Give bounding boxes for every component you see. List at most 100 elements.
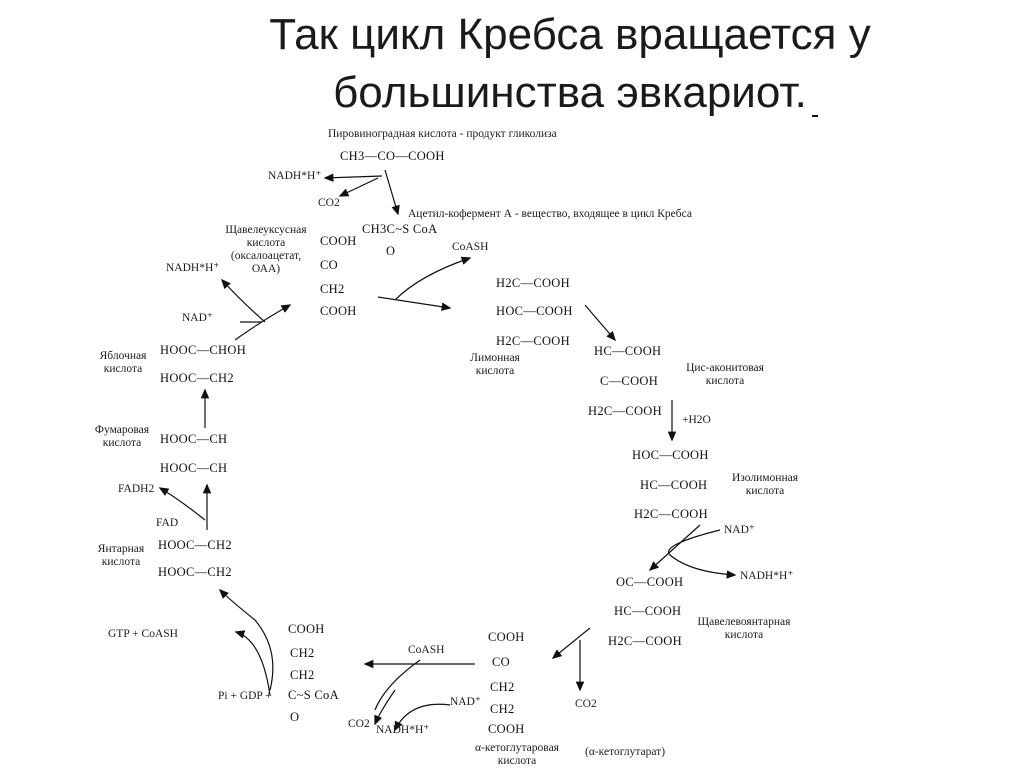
citrate-name: Лимонная кислота bbox=[445, 352, 545, 378]
fumarate-name-line2: кислота bbox=[102, 437, 142, 449]
akg-row3: CH2 bbox=[490, 680, 515, 694]
oaa-name-line4: ОАА) bbox=[251, 263, 281, 275]
akg-row1: COOH bbox=[488, 630, 525, 644]
succcoa-row1: COOH bbox=[288, 622, 325, 636]
cis-row2: C—COOH bbox=[600, 374, 659, 388]
acetyl-oxygen: O bbox=[386, 244, 396, 258]
oaa-name: Щавелеуксусная кислота (оксалоацетат, ОА… bbox=[216, 224, 316, 276]
akg-alt-name: (α-кетоглутарат) bbox=[585, 746, 666, 758]
malate-name: Яблочная кислота bbox=[88, 350, 158, 376]
h2o-label: +H2O bbox=[682, 414, 711, 426]
oaa-row2: CO bbox=[320, 258, 338, 272]
acetyl-formula: CH3C~S CoA bbox=[362, 222, 438, 236]
cis-row3: H2C—COOH bbox=[588, 404, 662, 418]
akg-name-line2: кислота bbox=[497, 755, 537, 767]
arrow-nad-bottom bbox=[395, 703, 451, 730]
arrow-succcoa-succinate bbox=[220, 590, 274, 691]
citrate-row3: H2C—COOH bbox=[496, 334, 570, 348]
fumarate-name: Фумаровая кислота bbox=[84, 424, 160, 450]
arrow-nad-right bbox=[668, 529, 735, 575]
cis-row1: HC—COOH bbox=[594, 344, 662, 358]
oaa-row3: CH2 bbox=[320, 282, 345, 296]
oaa-name-line2: кислота bbox=[246, 237, 286, 249]
arrow-citrate-cis bbox=[584, 304, 615, 340]
cis-name-line1: Цис-аконитовая bbox=[686, 362, 764, 374]
iso-row1: HOC—COOH bbox=[632, 448, 709, 462]
gdp-label: Pi + GDP + bbox=[218, 690, 272, 702]
arrow-oxalosucc-akg bbox=[553, 627, 591, 658]
citrate-name-line2: кислота bbox=[475, 365, 515, 377]
citrate-row1: H2C—COOH bbox=[496, 276, 570, 290]
fumarate-row1: HOOC—CH bbox=[160, 432, 228, 446]
nad-right-label: NAD⁺ bbox=[724, 524, 755, 536]
arrow-co2-top bbox=[340, 177, 379, 196]
co2-right-label: CO2 bbox=[575, 698, 597, 710]
oaa-row1: COOH bbox=[320, 234, 357, 248]
iso-row3: H2C—COOH bbox=[634, 507, 708, 521]
succinate-row1: HOOC—CH2 bbox=[158, 538, 232, 552]
fadh2-label: FADH2 bbox=[118, 483, 155, 495]
nad-bottom-label: NAD⁺ bbox=[450, 696, 481, 708]
arrow-fadh2 bbox=[160, 488, 206, 521]
succinate-name-line2: кислота bbox=[101, 556, 141, 568]
arrow-co2-bottom bbox=[375, 689, 396, 724]
oaa-name-line1: Щавелеуксусная bbox=[225, 224, 307, 236]
nad-left-label: NAD⁺ bbox=[182, 312, 213, 324]
oxsucc-row1: OC—COOH bbox=[616, 575, 684, 589]
akg-row5: COOH bbox=[488, 722, 525, 736]
cis-name-line2: кислота bbox=[705, 375, 745, 387]
nadh-bottom-label: NADH*H⁺ bbox=[376, 724, 430, 736]
fumarate-name-line1: Фумаровая bbox=[94, 424, 150, 436]
citrate-name-line1: Лимонная bbox=[470, 352, 520, 364]
succinate-row2: HOOC—CH2 bbox=[158, 565, 232, 579]
akg-name: α-кетоглутаровая кислота bbox=[462, 742, 572, 768]
fumarate-row2: HOOC—CH bbox=[160, 461, 228, 475]
citrate-row2: HOC—COOH bbox=[496, 304, 573, 318]
oxsucc-name-line1: Щавелевоянтарная bbox=[697, 616, 791, 628]
nadh-left-label: NADH*H⁺ bbox=[166, 262, 220, 274]
arrow-nadh-top bbox=[325, 176, 383, 178]
malate-row1: HOOC—CHOH bbox=[160, 343, 247, 357]
co2-top-label: CO2 bbox=[318, 197, 340, 209]
gtp-label: GTP + CoASH bbox=[108, 628, 178, 640]
iso-name: Изолимонная кислота bbox=[720, 472, 810, 498]
iso-name-line2: кислота bbox=[745, 485, 785, 497]
oaa-name-line3: (оксалоацетат, bbox=[230, 250, 302, 262]
oaa-row4: COOH bbox=[320, 304, 357, 318]
pyruvate-caption: Пировиноградная кислота - продукт гликол… bbox=[328, 128, 557, 140]
title-line-1: Так цикл Кребса вращается у bbox=[269, 10, 871, 59]
iso-row2: HC—COOH bbox=[640, 478, 708, 492]
coash-bottom-label: CoASH bbox=[408, 644, 445, 656]
arrow-coash-bottom bbox=[374, 659, 421, 711]
arrow-gtp bbox=[236, 632, 271, 696]
nadh-top-label: NADH*H⁺ bbox=[268, 170, 322, 182]
malate-name-line1: Яблочная bbox=[99, 350, 147, 362]
arrow-iso-oxalosucc bbox=[650, 524, 701, 570]
oxsucc-row3: H2C—COOH bbox=[608, 634, 682, 648]
co2-bottom-label: CO2 bbox=[348, 718, 370, 730]
arrow-coash-release bbox=[394, 258, 470, 301]
slide-title: Так цикл Кребса вращается у большинства … bbox=[150, 6, 990, 122]
cis-name: Цис-аконитовая кислота bbox=[670, 362, 780, 388]
succinate-name: Янтарная кислота bbox=[86, 543, 156, 569]
arrow-to-citrate bbox=[377, 296, 450, 308]
nadh-right-label: NADH*H⁺ bbox=[740, 570, 794, 582]
arrow-nadh-left bbox=[222, 280, 266, 323]
malate-row2: HOOC—CH2 bbox=[160, 371, 234, 385]
oxsucc-name: Щавелевоянтарная кислота bbox=[684, 616, 804, 642]
akg-row2: CO bbox=[492, 655, 510, 669]
succinate-name-line1: Янтарная bbox=[97, 543, 145, 555]
fad-label: FAD bbox=[156, 517, 179, 529]
coash-top-label: CoASH bbox=[452, 241, 489, 253]
acetyl-caption: Ацетил-кофермент А - вещество, входящее … bbox=[408, 208, 692, 220]
oxsucc-name-line2: кислота bbox=[724, 629, 764, 641]
succcoa-row3: CH2 bbox=[290, 668, 315, 682]
succcoa-row4: C~S CoA bbox=[288, 688, 339, 702]
oxsucc-row2: HC—COOH bbox=[614, 604, 682, 618]
arrow-pyruvate-acetyl bbox=[384, 169, 398, 214]
succcoa-row5: O bbox=[290, 710, 300, 724]
pyruvate-formula: CH3—CO—COOH bbox=[340, 149, 445, 163]
akg-row4: CH2 bbox=[490, 702, 515, 716]
malate-name-line2: кислота bbox=[103, 363, 143, 375]
